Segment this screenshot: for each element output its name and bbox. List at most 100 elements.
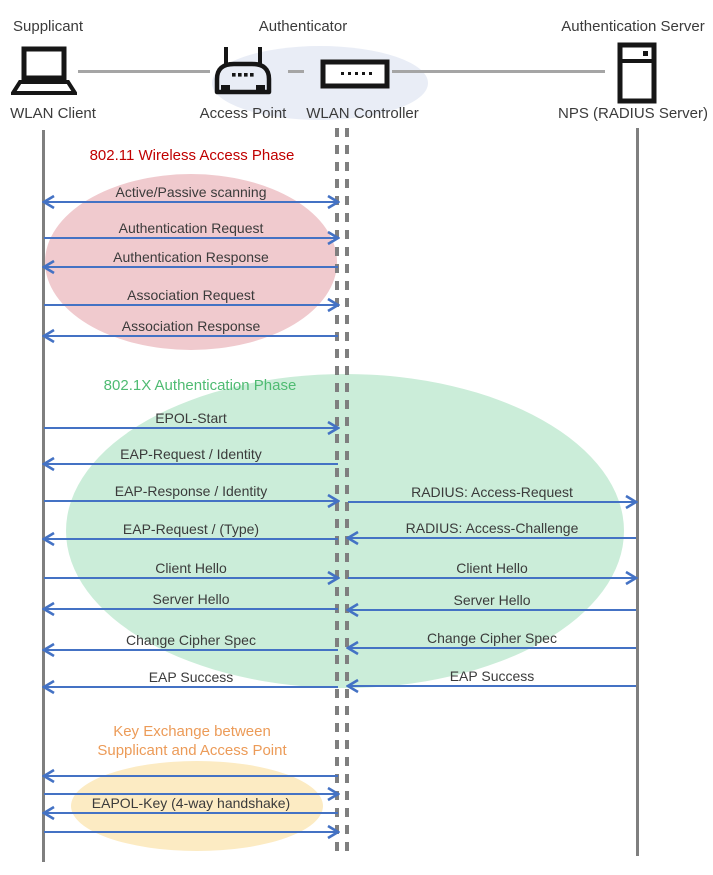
phase-title-line: Supplicant and Access Point	[97, 742, 287, 759]
message-label: RADIUS: Access-Challenge	[405, 520, 579, 536]
arrowhead-left-icon	[42, 679, 55, 695]
message-label: EAP-Request / Identity	[120, 446, 262, 462]
connector-ap-controller	[288, 70, 304, 73]
message-line	[44, 812, 338, 814]
arrowhead-right-icon	[327, 570, 340, 586]
message-arrow	[42, 768, 339, 784]
message-label: Active/Passive scanning	[115, 184, 267, 200]
message-label: EAP-Response / Identity	[114, 483, 268, 499]
message-arrow	[43, 786, 340, 802]
arrowhead-left-icon	[42, 642, 55, 658]
arrowhead-left-icon	[346, 678, 359, 694]
connector-controller-server	[392, 70, 605, 73]
message-line	[348, 501, 636, 503]
arrowhead-left-icon	[42, 768, 55, 784]
message-change-cipher-spec: Change Cipher Spec	[42, 632, 339, 658]
message-server-hello: Server Hello	[42, 591, 339, 617]
arrowhead-left-icon	[346, 530, 359, 546]
message-label: Association Response	[121, 318, 261, 334]
message-label: Server Hello	[453, 592, 531, 608]
message-label: Association Request	[127, 287, 255, 303]
message-label: Change Cipher Spec	[427, 630, 557, 646]
server-icon	[617, 42, 657, 104]
message-label: RADIUS: Access-Request	[411, 484, 573, 500]
message-label: EAP Success	[449, 668, 535, 684]
lifeline-wlan-client	[42, 130, 45, 862]
arrowhead-right-icon	[327, 297, 340, 313]
node-label-wlan-controller: WLAN Controller	[306, 105, 419, 122]
message-eap-request-type: EAP-Request / (Type)	[42, 521, 339, 547]
authenticator-highlight-ellipse	[212, 46, 428, 120]
phase-title-line: 802.11 Wireless Access Phase	[89, 147, 295, 164]
message-line	[348, 685, 636, 687]
message-line	[44, 608, 338, 610]
message-line	[44, 775, 338, 777]
role-label-authenticator: Authenticator	[258, 18, 348, 35]
message-server-hello: Server Hello	[346, 592, 637, 618]
message-label: Authentication Response	[113, 249, 269, 265]
message-line	[44, 463, 338, 465]
arrowhead-right-icon	[327, 420, 340, 436]
role-label-supplicant: Supplicant	[13, 18, 84, 35]
message-eap-success: EAP Success	[346, 668, 637, 694]
arrowhead-left-icon	[42, 601, 55, 617]
lifeline-nps-server	[636, 128, 639, 856]
message-line	[44, 793, 338, 795]
message-label: Client Hello	[155, 560, 227, 576]
message-association-response: Association Response	[42, 318, 339, 344]
message-eap-response-identity: EAP-Response / Identity	[43, 483, 340, 509]
message-label: Client Hello	[456, 560, 528, 576]
wlan-controller-icon	[320, 59, 390, 89]
message-label: EAPOL-Key (4-way handshake)	[91, 795, 291, 811]
message-line	[44, 831, 338, 833]
arrowhead-right-icon	[625, 570, 638, 586]
message-line	[44, 649, 338, 651]
access-point-icon	[214, 47, 272, 95]
arrowhead-right-icon	[327, 230, 340, 246]
arrowhead-right-icon	[327, 194, 340, 210]
message-label: EAP Success	[148, 669, 234, 685]
arrowhead-left-icon	[42, 194, 55, 210]
message-line	[44, 304, 338, 306]
message-line	[44, 686, 338, 688]
phase-title-line: 802.1X Authentication Phase	[103, 377, 297, 394]
message-epol-start: EPOL-Start	[43, 410, 340, 436]
message-active-passive-scanning: Active/Passive scanning	[42, 184, 340, 210]
role-label-authentication-server: Authentication Server	[561, 18, 705, 35]
arrowhead-left-icon	[42, 328, 55, 344]
arrowhead-left-icon	[42, 805, 55, 821]
message-line	[44, 577, 338, 579]
message-radius-access-challenge: RADIUS: Access-Challenge	[346, 520, 637, 546]
message-association-request: Association Request	[43, 287, 340, 313]
message-line	[44, 500, 338, 502]
message-label: Authentication Request	[118, 220, 264, 236]
message-line	[348, 577, 636, 579]
lifeline-dashed-right	[345, 128, 349, 852]
node-label-access-point: Access Point	[199, 105, 287, 122]
message-eapol-key-4-way-handshake: EAPOL-Key (4-way handshake)	[42, 795, 339, 821]
message-eap-request-identity: EAP-Request / Identity	[42, 446, 339, 472]
message-line	[44, 237, 338, 239]
phase-title-802-1x-authentication-phase: 802.1X Authentication Phase	[0, 376, 400, 395]
lifeline-dashed-left	[335, 128, 339, 852]
message-label: EAP-Request / (Type)	[122, 521, 260, 537]
message-radius-access-request: RADIUS: Access-Request	[347, 484, 638, 510]
arrowhead-right-icon	[327, 824, 340, 840]
arrowhead-right-icon	[625, 494, 638, 510]
phase-title-802-11-wireless-access-phase: 802.11 Wireless Access Phase	[0, 146, 392, 165]
message-label: Server Hello	[152, 591, 230, 607]
message-authentication-request: Authentication Request	[43, 220, 340, 246]
message-change-cipher-spec: Change Cipher Spec	[346, 630, 637, 656]
arrowhead-left-icon	[42, 531, 55, 547]
message-arrow	[43, 824, 340, 840]
message-label: Change Cipher Spec	[126, 632, 256, 648]
message-client-hello: Client Hello	[43, 560, 340, 586]
message-line	[348, 609, 636, 611]
message-line	[44, 266, 338, 268]
message-line	[348, 647, 636, 649]
message-line	[44, 538, 338, 540]
arrowhead-left-icon	[346, 602, 359, 618]
phase-title-line: Key Exchange between	[113, 723, 271, 740]
laptop-icon	[11, 46, 77, 95]
